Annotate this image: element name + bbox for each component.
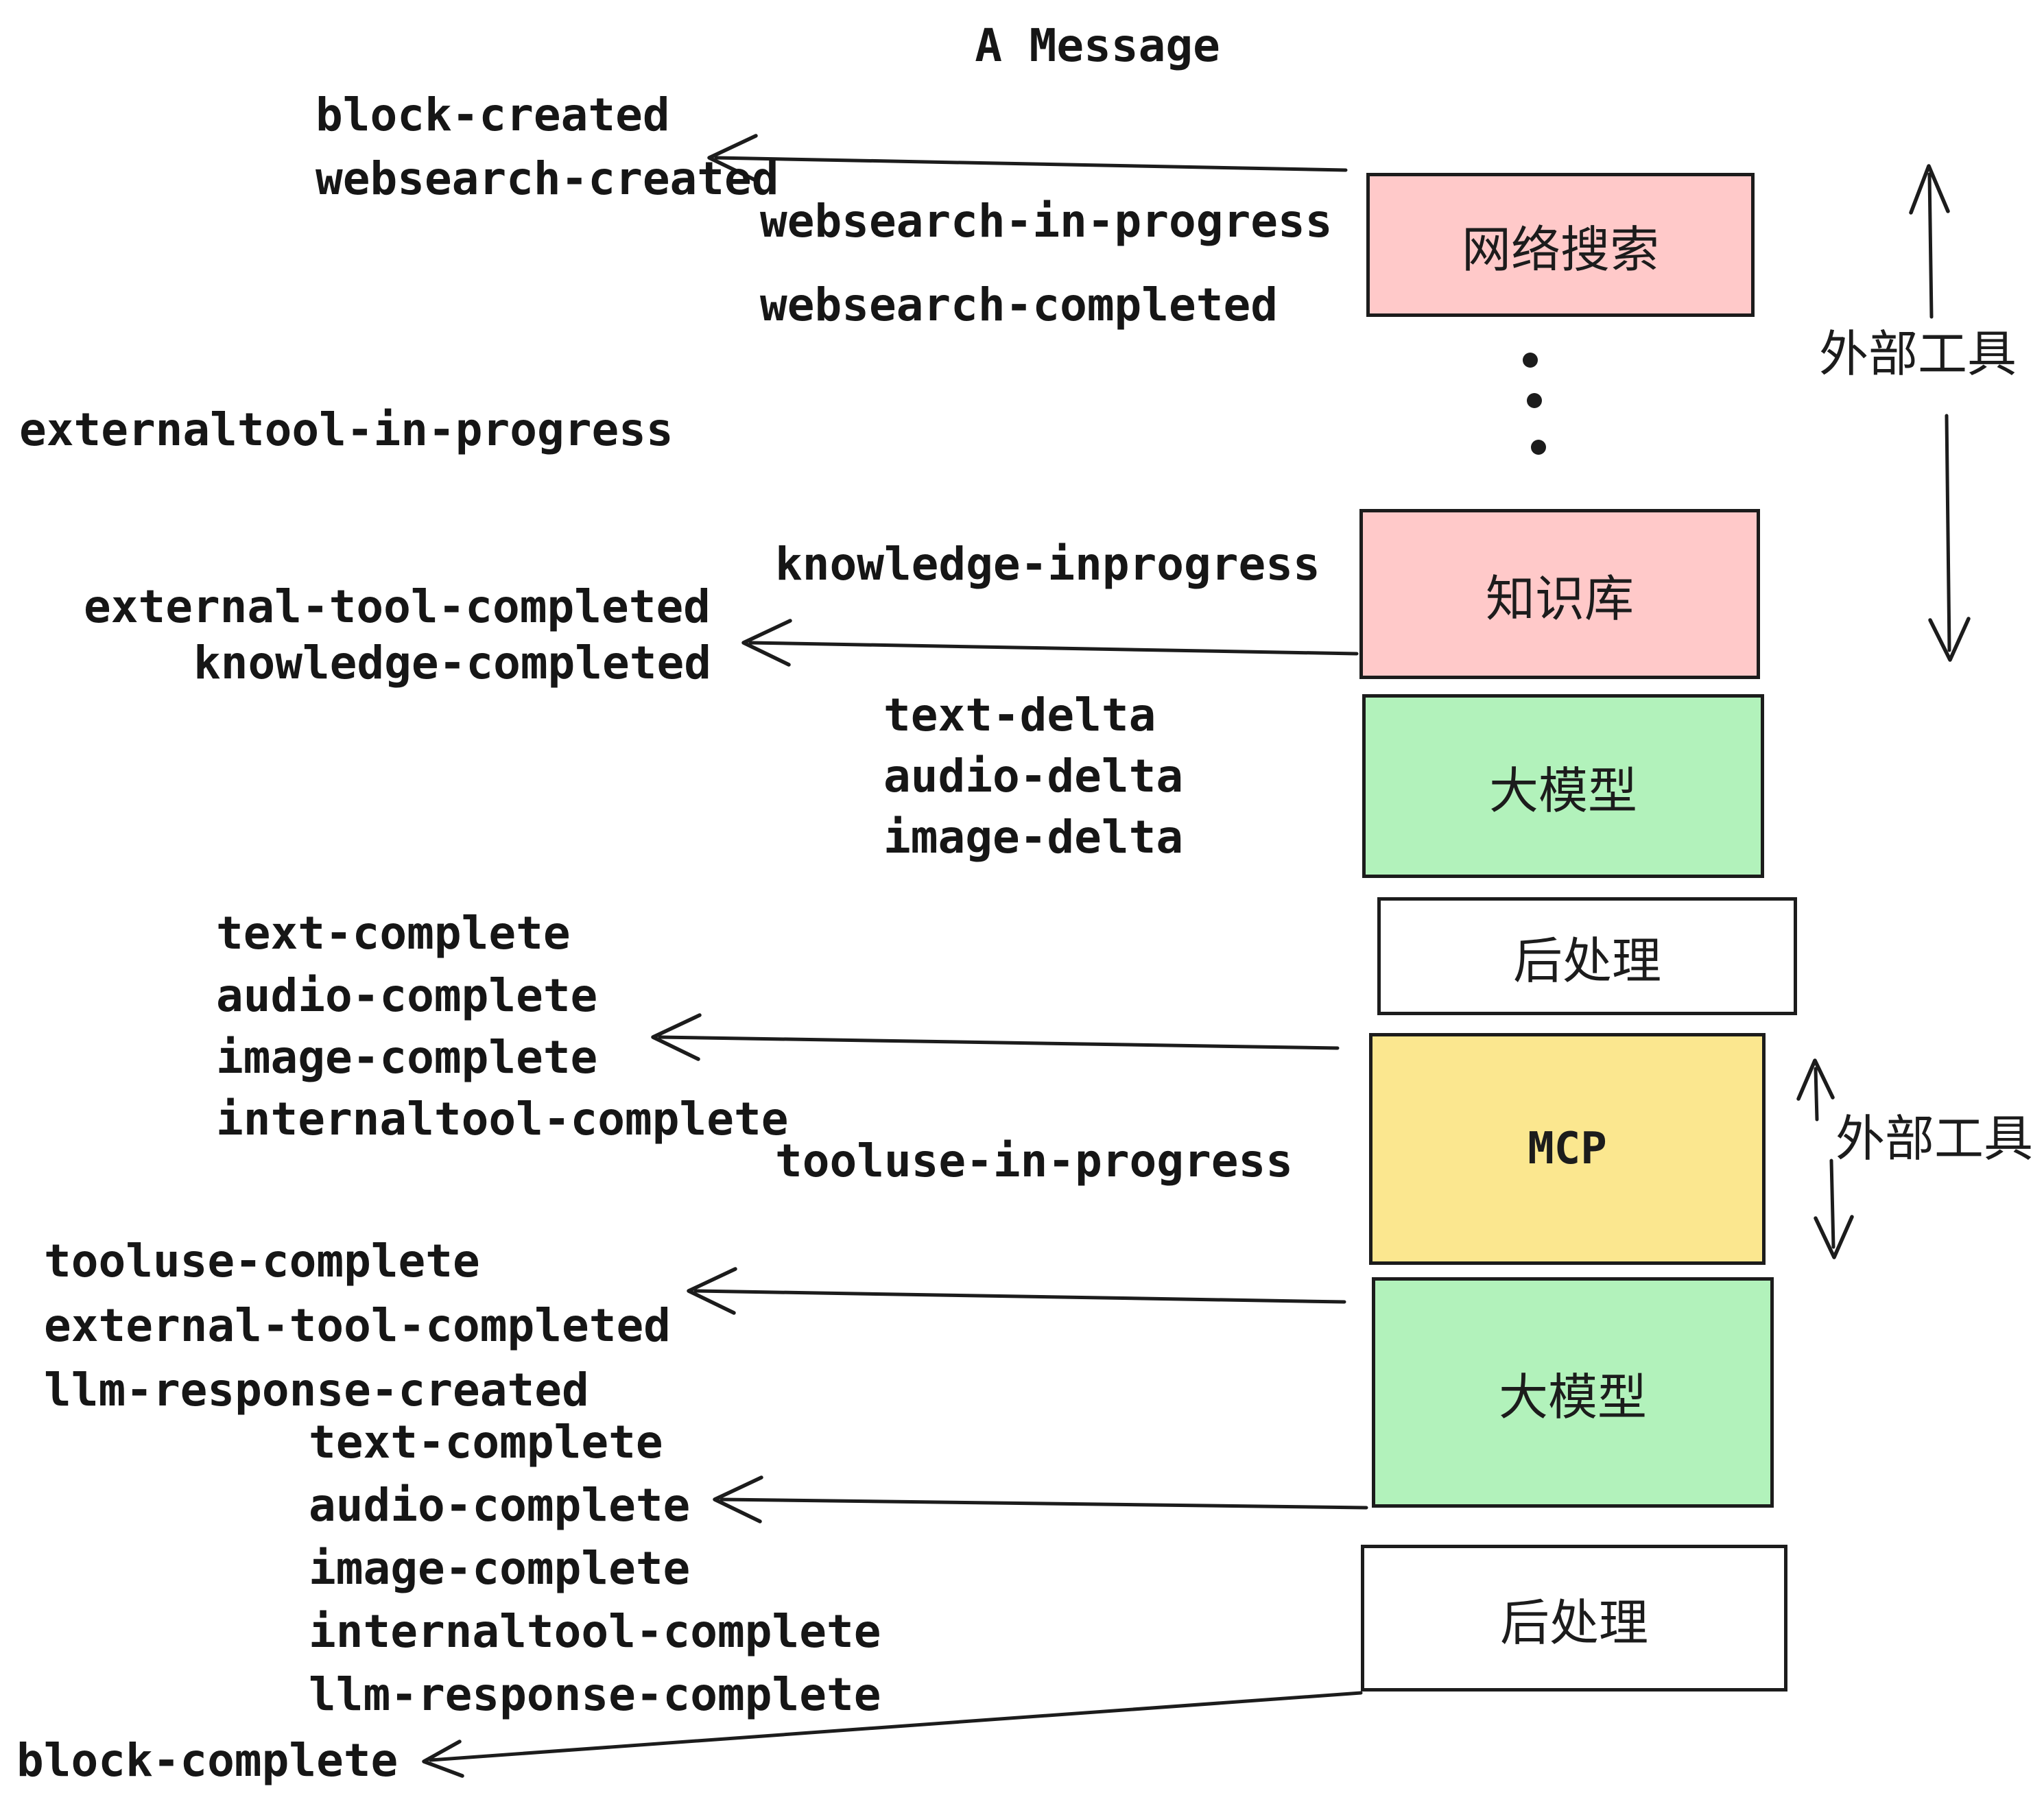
event-audio-delta-1: audio-delta <box>883 750 1184 803</box>
event-audio-complete-1: audio-complete <box>216 969 598 1022</box>
event-websearch-completed: websearch-completed <box>760 278 1278 331</box>
arrow-to-tooluse-complete <box>687 1267 1346 1315</box>
event-text-complete-1: text-complete <box>216 907 571 960</box>
external-tools-label-top: 外部工具 <box>1819 325 2017 383</box>
node-postprocess-1: 后处理 <box>1377 897 1797 1015</box>
event-internaltool-complete-2: internaltool-complete <box>309 1605 881 1658</box>
event-llm-response-created: llm-response-created <box>44 1364 589 1416</box>
event-external-tool-completed-2: external-tool-completed <box>44 1299 671 1352</box>
event-tooluse-complete: tooluse-complete <box>44 1235 480 1287</box>
event-audio-complete-2: audio-complete <box>309 1479 691 1532</box>
external-tools-top-down-arrow <box>1928 414 1971 662</box>
event-externaltool-in-progress: externaltool-in-progress <box>19 403 674 456</box>
event-image-delta-1: image-delta <box>883 811 1184 864</box>
event-knowledge-inprogress: knowledge-inprogress <box>775 538 1320 591</box>
node-mcp: MCP <box>1369 1033 1766 1265</box>
diagram-title: A Message <box>975 19 1220 72</box>
arrow-to-block-complete <box>422 1691 1363 1778</box>
node-postprocess-2: 后处理 <box>1361 1545 1787 1692</box>
event-image-complete-2: image-complete <box>309 1542 691 1595</box>
external-tools-mcp-down-arrow <box>1814 1159 1854 1259</box>
arrow-to-knowledge-completed <box>741 619 1359 667</box>
event-websearch-in-progress: websearch-in-progress <box>760 195 1333 248</box>
arrow-to-image-complete <box>651 1013 1340 1061</box>
event-tooluse-in-progress: tooluse-in-progress <box>775 1135 1293 1187</box>
external-tools-mcp-up-arrow <box>1796 1058 1835 1121</box>
event-external-tool-completed: external-tool-completed <box>84 580 711 633</box>
event-llm-response-complete: llm-response-complete <box>309 1668 881 1721</box>
event-text-complete-2: text-complete <box>309 1416 663 1469</box>
node-websearch: 网络搜索 <box>1366 173 1755 317</box>
event-block-complete: block-complete <box>16 1734 399 1787</box>
external-tools-label-mcp: 外部工具 <box>1835 1110 2034 1167</box>
arrow-to-websearch-created <box>707 134 1348 182</box>
node-llm-1: 大模型 <box>1362 694 1764 878</box>
ellipsis-dots <box>1523 353 1546 455</box>
arrow-to-audio-complete <box>713 1475 1368 1523</box>
event-block-created: block-created <box>316 88 670 141</box>
event-image-complete-1: image-complete <box>216 1031 598 1084</box>
event-websearch-created: websearch-created <box>316 152 779 205</box>
event-knowledge-completed: knowledge-completed <box>193 637 711 689</box>
external-tools-top-up-arrow <box>1909 164 1950 319</box>
node-llm-2: 大模型 <box>1372 1277 1774 1508</box>
event-internaltool-complete-1: internaltool-complete <box>216 1093 789 1146</box>
event-text-delta-1: text-delta <box>883 689 1156 741</box>
node-knowledge-base: 知识库 <box>1359 509 1760 679</box>
